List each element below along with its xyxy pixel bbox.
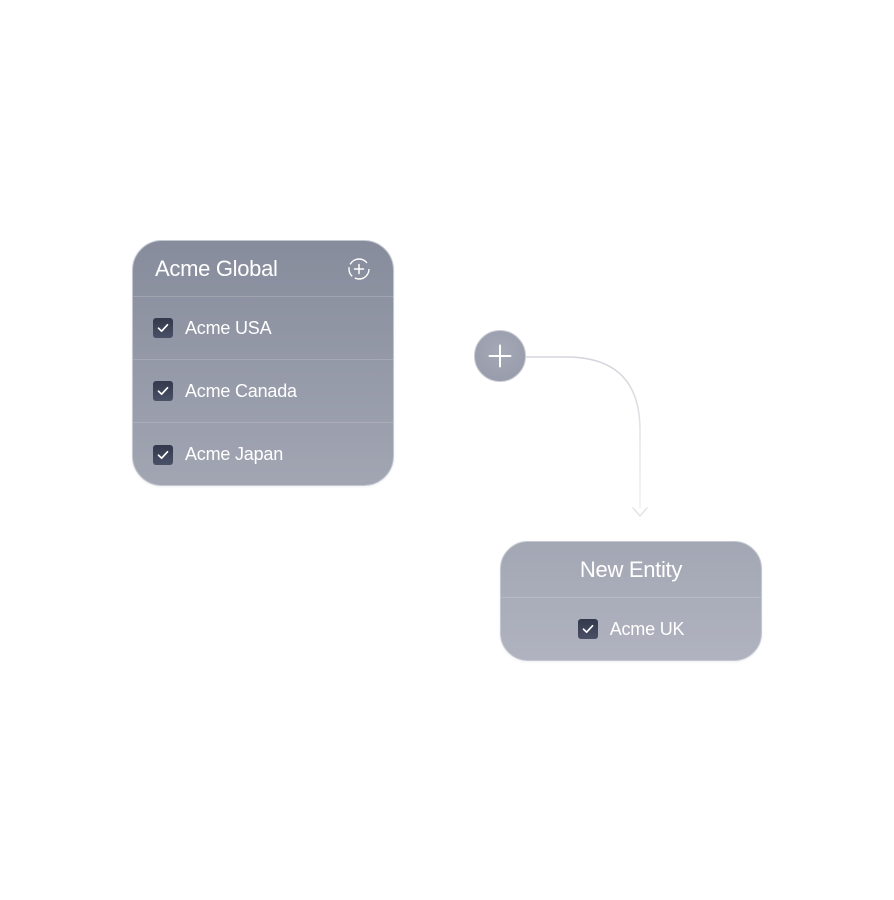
check-icon — [157, 386, 169, 396]
list-item-label: Acme Canada — [185, 380, 297, 401]
list-item[interactable]: Acme USA — [133, 297, 393, 360]
new-entity-title: New Entity — [579, 556, 683, 582]
list-item[interactable]: Acme UK — [501, 598, 761, 660]
check-icon — [157, 450, 169, 459]
connector-arrow-icon — [632, 507, 648, 517]
check-icon — [157, 323, 169, 333]
parent-entity-card: Acme Global Acme USA Acme Canada — [132, 240, 394, 486]
new-entity-header: New Entity — [501, 542, 761, 598]
list-item[interactable]: Acme Japan — [133, 423, 393, 485]
check-icon — [582, 624, 594, 634]
plus-circle-dashed-icon[interactable] — [347, 257, 371, 281]
new-entity-card: New Entity Acme UK — [500, 541, 762, 661]
checkbox[interactable] — [153, 444, 173, 465]
checkbox[interactable] — [577, 619, 598, 639]
parent-entity-header: Acme Global — [133, 241, 393, 297]
plus-icon — [488, 344, 512, 368]
checkbox[interactable] — [153, 381, 173, 401]
list-item-label: Acme USA — [185, 317, 272, 338]
list-item[interactable]: Acme Canada — [133, 360, 393, 423]
connector-line-curve — [526, 356, 641, 508]
list-item-label: Acme Japan — [185, 444, 284, 464]
add-connection-button[interactable] — [474, 330, 526, 382]
checkbox[interactable] — [153, 318, 173, 338]
parent-entity-title: Acme Global — [155, 255, 278, 281]
list-item-label: Acme UK — [609, 618, 685, 639]
